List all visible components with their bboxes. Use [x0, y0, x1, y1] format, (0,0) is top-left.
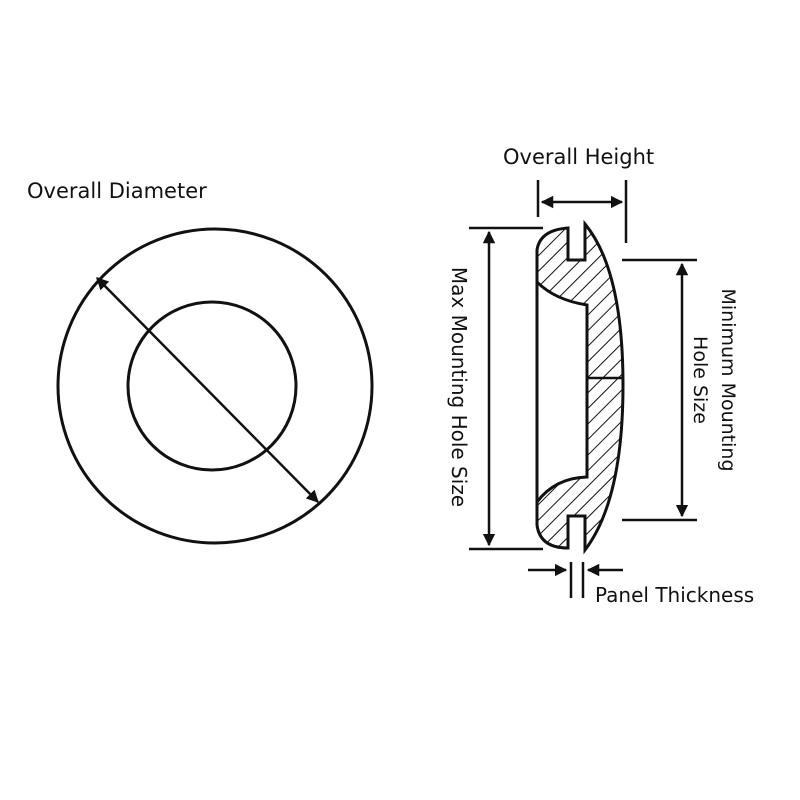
top-view: Overall Diameter: [27, 179, 374, 545]
minimum-mounting-label-line1: Minimum Mounting: [717, 288, 739, 471]
inner-circle: [126, 300, 298, 472]
panel-thickness-label: Panel Thickness: [595, 583, 754, 607]
cross-section-view: Overall Height Max Mounting Hole Size Mi…: [447, 145, 754, 607]
diameter-arrow: [96, 277, 319, 503]
overall-diameter-label: Overall Diameter: [27, 179, 207, 203]
grommet-section: [535, 219, 625, 555]
outer-circle: [56, 227, 374, 545]
overall-height-label: Overall Height: [503, 145, 654, 169]
minimum-mounting-label-line2: Hole Size: [689, 336, 711, 424]
max-mounting-hole-size-label: Max Mounting Hole Size: [447, 267, 471, 507]
